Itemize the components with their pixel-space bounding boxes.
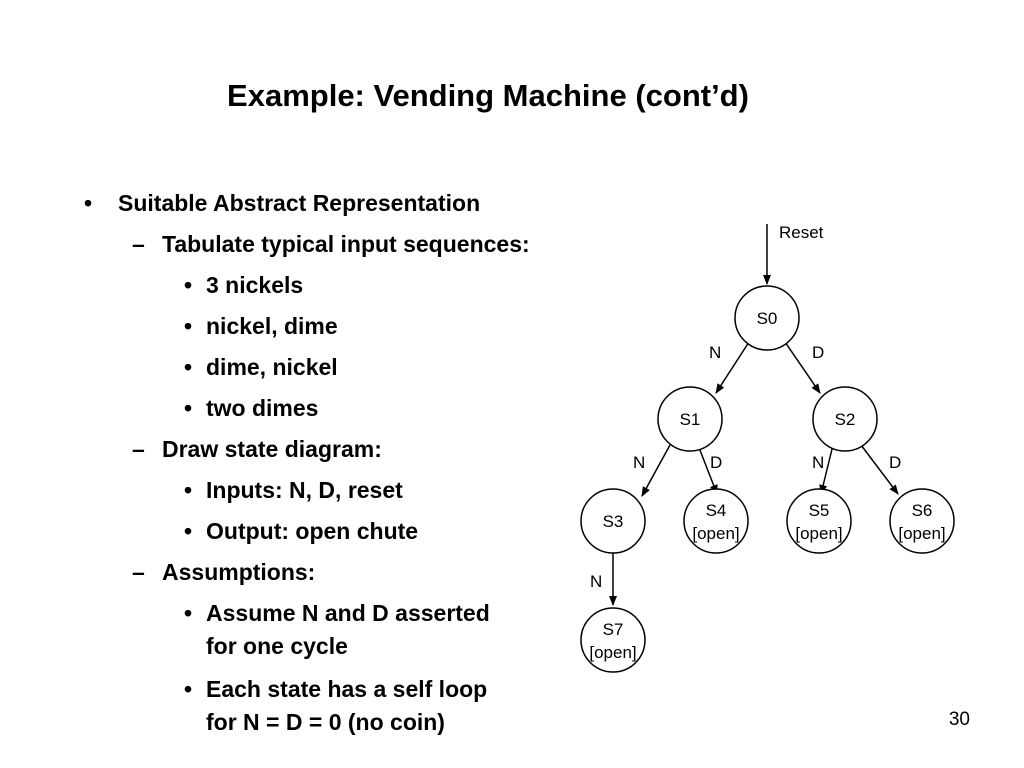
transition-arrow-s0-s2 <box>784 341 821 394</box>
state-s3: S3 <box>580 488 646 554</box>
transition-arrow-s2-s6 <box>860 444 899 495</box>
bullet-self-loop-line2: for N = D = 0 (no coin) <box>206 709 445 735</box>
dash-marker: – <box>132 436 145 462</box>
bullet-two-dimes: two dimes <box>206 395 319 421</box>
state-s0: S0 <box>734 285 800 351</box>
bullet-assume-line2: for one cycle <box>206 633 348 659</box>
bullet-marker: • <box>184 313 193 339</box>
state-s4-output: [open] <box>692 524 739 543</box>
bullet-nickel-dime: nickel, dime <box>206 313 338 339</box>
state-s5-label: S5 <box>809 501 830 520</box>
state-s5-output: [open] <box>795 524 842 543</box>
state-s5: S5 [open] <box>786 488 852 554</box>
bullet-marker: • <box>184 518 193 544</box>
bullet-marker: • <box>184 600 193 626</box>
state-s7-label: S7 <box>603 620 624 639</box>
transition-label-s0-s1: N <box>709 343 721 362</box>
transition-arrow-s1-s4 <box>697 444 718 495</box>
state-s1: S1 <box>657 386 723 452</box>
transition-arrow-s0-s1 <box>715 341 750 394</box>
bullet-3-nickels: 3 nickels <box>206 272 304 298</box>
bullet-assume-line1: Assume N and D asserted <box>206 600 490 626</box>
state-s2: S2 <box>812 386 878 452</box>
bullet-draw-state-diagram: Draw state diagram: <box>162 436 382 462</box>
slide-title: Example: Vending Machine (cont’d) <box>227 78 749 113</box>
state-s0-label: S0 <box>757 309 778 328</box>
transition-label-s3-s7: N <box>590 572 602 591</box>
transition-label-s2-s5: N <box>812 453 824 472</box>
state-s1-label: S1 <box>680 410 701 429</box>
transition-label-s1-s4: D <box>710 453 722 472</box>
state-s7: S7 [open] <box>580 607 646 673</box>
page-number: 30 <box>948 709 970 730</box>
state-s4: S4 [open] <box>683 488 749 554</box>
state-s2-label: S2 <box>835 410 856 429</box>
dash-marker: – <box>132 559 145 585</box>
bullet-marker: • <box>184 354 193 380</box>
transition-label-s1-s3: N <box>633 453 645 472</box>
bullet-dime-nickel: dime, nickel <box>206 354 338 380</box>
state-s6: S6 [open] <box>889 488 955 554</box>
transition-arrow-s1-s3 <box>641 444 671 497</box>
state-s4-label: S4 <box>706 501 727 520</box>
bullet-output: Output: open chute <box>206 518 419 544</box>
bullet-marker: • <box>184 477 193 503</box>
transition-arrow-s2-s5 <box>819 444 834 495</box>
state-s6-output: [open] <box>898 524 945 543</box>
bullet-self-loop-line1: Each state has a self loop <box>206 676 488 702</box>
bullet-tabulate: Tabulate typical input sequences: <box>162 231 530 257</box>
bullet-marker: • <box>184 676 193 702</box>
state-s3-label: S3 <box>603 512 624 531</box>
transition-label-s2-s6: D <box>889 453 901 472</box>
bullet-suitable-abstract-representation: Suitable Abstract Representation <box>118 190 481 216</box>
dash-marker: – <box>132 231 145 257</box>
bullet-marker: • <box>84 190 93 216</box>
state-s7-output: [open] <box>589 643 636 662</box>
state-s6-label: S6 <box>912 501 933 520</box>
bullet-assumptions: Assumptions: <box>162 559 316 585</box>
transition-label-s0-s2: D <box>812 343 824 362</box>
bullet-inputs: Inputs: N, D, reset <box>206 477 403 503</box>
bullet-marker: • <box>184 272 193 298</box>
reset-label: Reset <box>779 223 824 242</box>
bullet-marker: • <box>184 395 193 421</box>
